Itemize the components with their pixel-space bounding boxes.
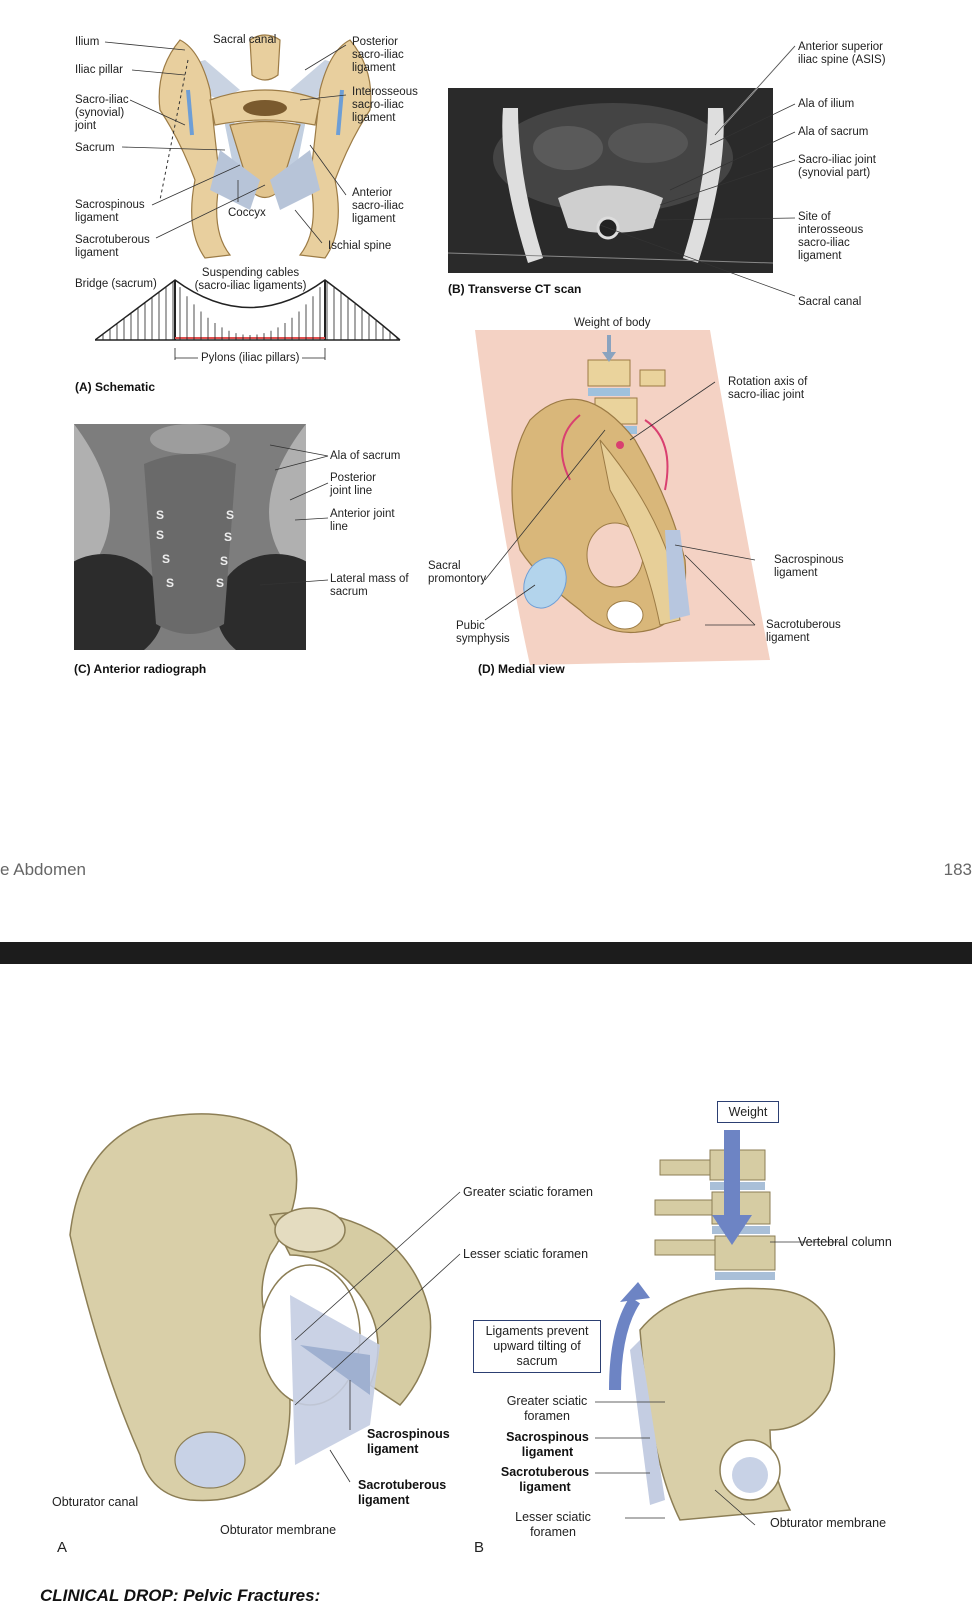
label-sacral-canal-ct: Sacral canal xyxy=(798,296,862,308)
label-suspending-cables: Suspending cables (sacro-iliac ligaments… xyxy=(194,267,307,292)
label-rotation-axis: Rotation axis of sacro-iliac joint xyxy=(728,376,808,401)
label-ala-sacrum: Ala of sacrum xyxy=(798,126,869,138)
label-sacral-promontory: Sacral promontory xyxy=(428,560,487,585)
clinical-drop-heading: CLINICAL DROP: Pelvic Fractures: xyxy=(40,1586,321,1605)
page-number: 183 xyxy=(943,860,972,879)
weight-box: Weight xyxy=(717,1101,779,1123)
label-lesser-sciatic-2b: Lesser sciatic foramen xyxy=(515,1510,591,1539)
label-bridge: Bridge (sacrum) xyxy=(75,278,157,290)
label-sacrospinous: Sacrospinous ligament xyxy=(75,199,145,224)
label-ilium: Ilium xyxy=(75,36,100,48)
medial-view-drawing xyxy=(475,330,770,665)
caption-figure-a: (A) Schematic xyxy=(75,380,156,394)
spine-pelvis-drawing xyxy=(630,1130,836,1521)
caption-figure-d: (D) Medial view xyxy=(478,662,565,676)
label-sacral-canal: Sacral canal xyxy=(213,34,277,46)
label-sacrotuberous: Sacrotuberous ligament xyxy=(75,234,150,259)
label-sacrotuberous-2b: Sacrotuberous ligament xyxy=(500,1465,590,1494)
label-anterior-joint: Anterior joint line xyxy=(330,508,395,533)
radiograph-image: S S S S S S S S xyxy=(74,424,306,650)
label-sacrospinous-2b: Sacrospinous ligament xyxy=(506,1430,589,1459)
label-lateral-mass: Lateral mass of sacrum xyxy=(330,573,409,598)
label-lesser-sciatic: Lesser sciatic foramen xyxy=(463,1247,589,1261)
label-sacrospinous-2a: Sacrospinous ligament xyxy=(367,1427,450,1456)
upward-arrow xyxy=(609,1282,650,1391)
label-sacrotuberous-2a: Sacrotuberous ligament xyxy=(358,1478,447,1507)
label-coccyx: Coccyx xyxy=(228,207,266,219)
label-greater-sciatic: Greater sciatic foramen xyxy=(463,1185,593,1199)
page-divider-band xyxy=(0,942,972,964)
label-ala-sacrum-radiograph: Ala of sacrum xyxy=(330,450,401,462)
label-interosseous-site: Site of interosseous sacro-iliac ligamen… xyxy=(798,211,864,262)
label-anterior-si: Anterior sacro-iliac ligament xyxy=(352,187,404,225)
label-vertebral-column: Vertebral column xyxy=(798,1235,892,1249)
label-pylons: Pylons (iliac pillars) xyxy=(198,352,303,365)
label-pubic-symphysis: Pubic symphysis xyxy=(456,620,510,645)
label-sacroiliac-joint: Sacro-iliac (synovial) joint xyxy=(75,94,129,132)
ct-scan-image xyxy=(447,88,774,273)
label-sacrum: Sacrum xyxy=(75,142,115,154)
label-greater-sciatic-2b: Greater sciatic foramen xyxy=(506,1394,588,1423)
pelvis-lateral-drawing xyxy=(69,1113,432,1502)
label-weight-of-body: Weight of body xyxy=(574,317,651,329)
label-posterior-joint: Posterior joint line xyxy=(330,472,377,497)
label-iliac-pillar: Iliac pillar xyxy=(75,64,123,76)
label-posterior-si: Posterior sacro-iliac ligament xyxy=(352,36,404,74)
label-ala-ilium: Ala of ilium xyxy=(798,98,855,110)
label-obturator-membrane-2b: Obturator membrane xyxy=(770,1516,887,1530)
label-si-joint: Sacro-iliac joint (synovial part) xyxy=(798,154,876,179)
panel-letter-b: B xyxy=(474,1539,485,1556)
running-footer-title: e Abdomen xyxy=(0,860,87,879)
panel-letter-a: A xyxy=(57,1539,68,1556)
ligaments-prevent-box: Ligaments prevent upward tilting of sacr… xyxy=(473,1320,601,1373)
label-interosseous-si: Interosseous sacro-iliac ligament xyxy=(352,86,418,124)
label-obturator-canal: Obturator canal xyxy=(52,1495,139,1509)
label-sacrospinous-d: Sacrospinous ligament xyxy=(774,554,844,579)
label-obturator-membrane-2a: Obturator membrane xyxy=(220,1523,337,1537)
label-sacrotuberous-d: Sacrotuberous ligament xyxy=(766,619,841,644)
label-ischial-spine: Ischial spine xyxy=(328,240,392,252)
label-asis: Anterior superior iliac spine (ASIS) xyxy=(798,41,886,66)
caption-figure-b: (B) Transverse CT scan xyxy=(448,282,582,296)
caption-figure-c: (C) Anterior radiograph xyxy=(74,662,207,676)
bridge-cables xyxy=(102,281,398,340)
